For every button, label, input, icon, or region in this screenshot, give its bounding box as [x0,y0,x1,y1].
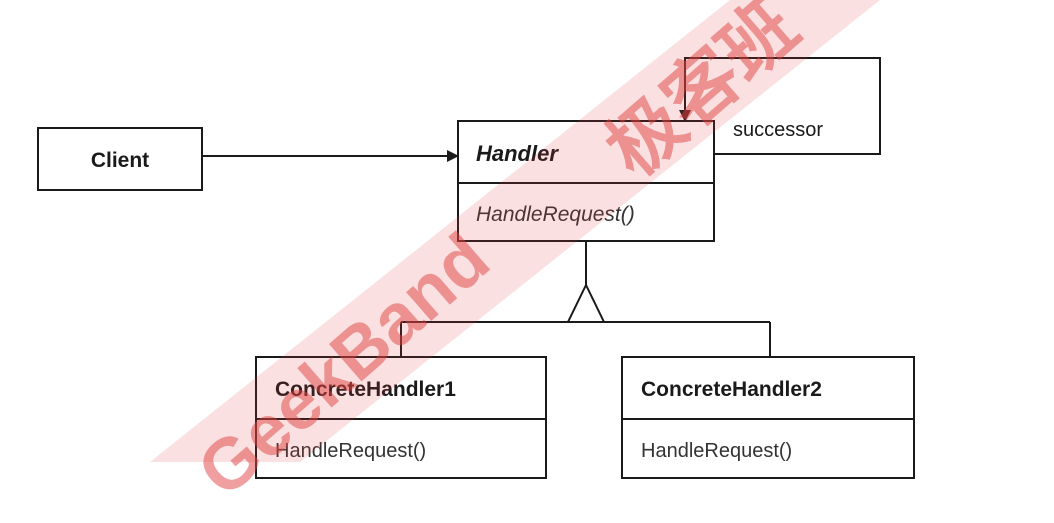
concrete-handler2-box: ConcreteHandler2 HandleRequest() [621,356,915,479]
handler-operation: HandleRequest() [476,203,635,226]
watermark-band [150,0,880,462]
generalization-triangle [566,282,606,323]
concrete-handler1-name: ConcreteHandler1 [275,378,456,401]
successor-association [679,57,881,155]
successor-label: successor [733,119,823,141]
concrete-handler2-operation: HandleRequest() [641,440,792,462]
concrete-handler1-box: ConcreteHandler1 HandleRequest() [255,356,547,479]
concrete-handler2-name: ConcreteHandler2 [641,378,822,401]
handler-class-name: Handler [476,141,559,166]
client-box: Client [37,127,203,191]
concrete-handler1-operation: HandleRequest() [275,440,426,462]
handler-box: Handler HandleRequest() [457,120,715,242]
inheritance-connector [400,241,771,357]
client-label: Client [91,149,149,172]
